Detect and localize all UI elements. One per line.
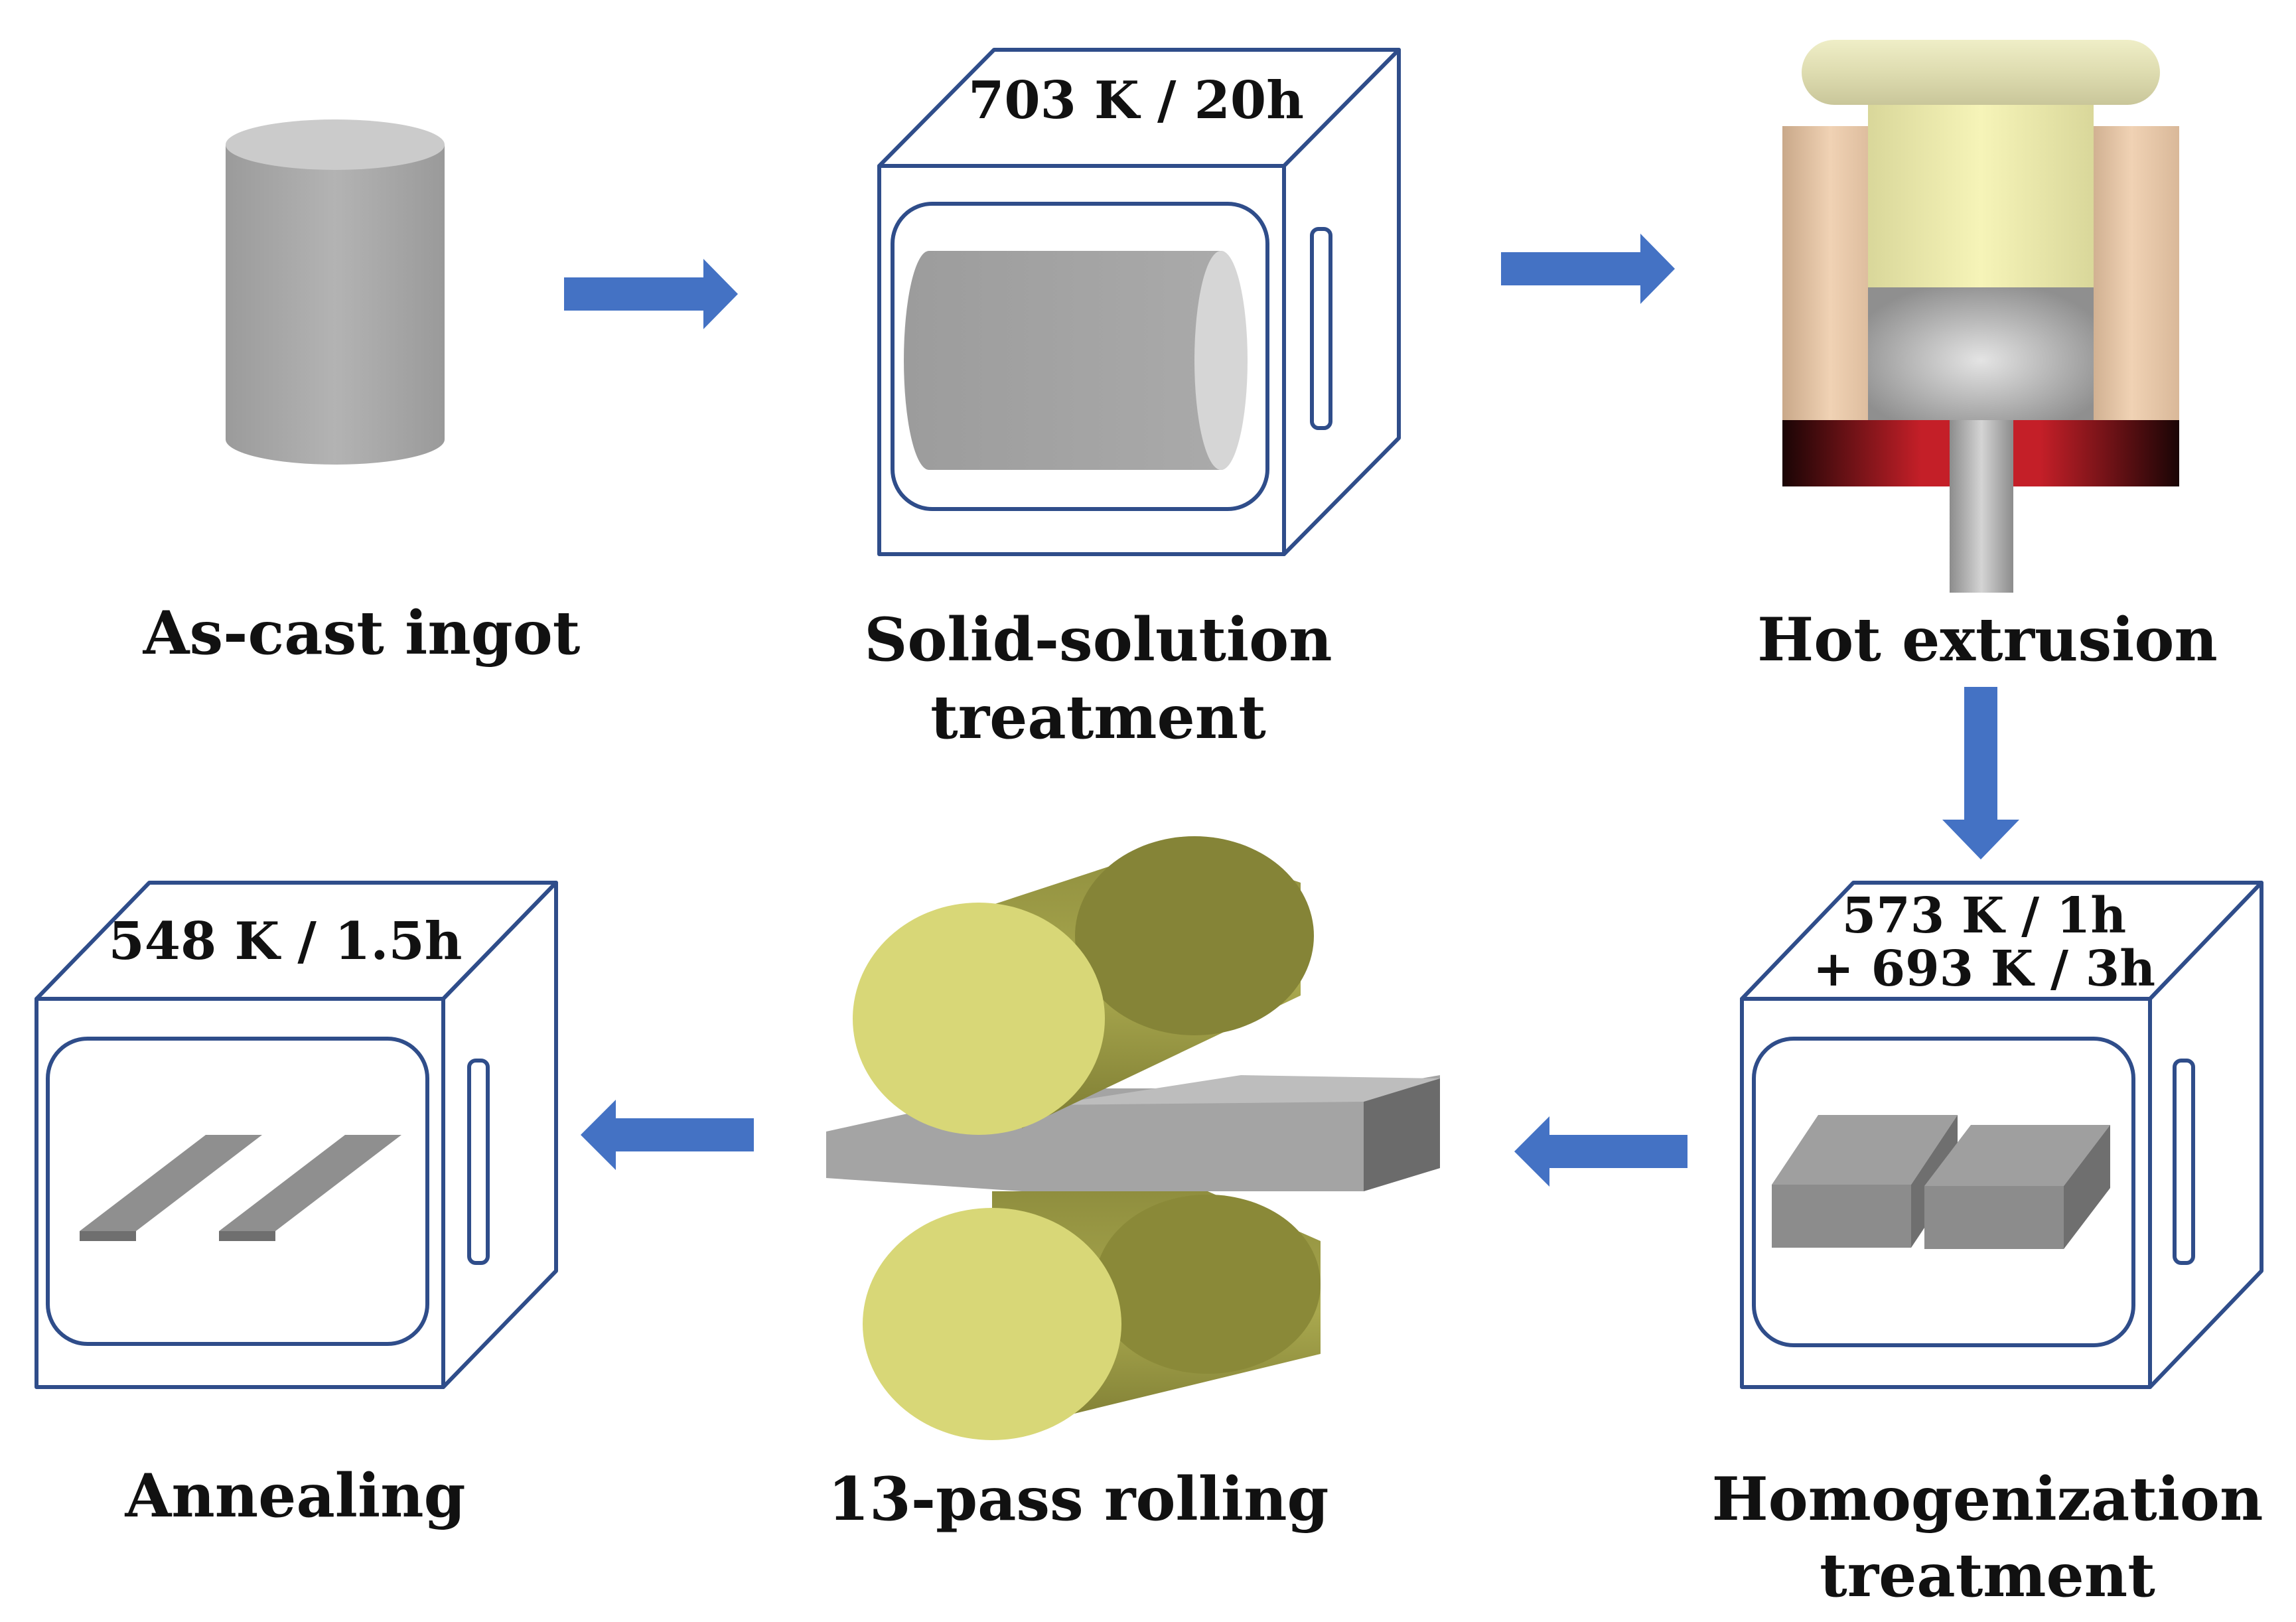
caption-as-cast-ingot: As-cast ingot bbox=[143, 598, 581, 668]
oven-door-handle bbox=[467, 1059, 490, 1265]
billet-block-2 bbox=[1924, 1186, 2064, 1249]
arrow-homogenization-to-rolling bbox=[1514, 1116, 1687, 1187]
arrow-rolling-to-annealing bbox=[581, 1100, 754, 1170]
caption-homogenization-line2: treatment bbox=[1820, 1540, 2155, 1611]
press-head bbox=[1802, 40, 2160, 105]
as-cast-ingot-illustration bbox=[226, 119, 445, 465]
arrow-ingot-to-solution bbox=[564, 259, 738, 329]
annealing-oven-label: 548 K / 1.5h bbox=[109, 911, 463, 972]
solid-solution-oven bbox=[877, 48, 1401, 556]
homogenization-oven bbox=[1740, 881, 2263, 1389]
homogenization-oven-label-line1: 573 K / 1h bbox=[1842, 887, 2126, 944]
annealed-plate-2 bbox=[219, 1135, 401, 1231]
caption-homogenization-line1: Homogenization bbox=[1712, 1464, 2263, 1534]
flow-arrows bbox=[564, 234, 2019, 1187]
cylinder-ingot-in-oven bbox=[904, 251, 1246, 470]
extruded-rod bbox=[1950, 420, 2013, 593]
oven-door-handle bbox=[1310, 227, 1332, 430]
top-roller-face bbox=[853, 903, 1105, 1135]
oven-door-handle bbox=[2173, 1059, 2195, 1265]
annealing-oven bbox=[35, 881, 558, 1389]
rolling-illustration bbox=[826, 836, 1440, 1440]
container-right-wall bbox=[2084, 126, 2179, 421]
oven-window bbox=[46, 1037, 429, 1346]
caption-solid-solution-line1: Solid-solution bbox=[864, 605, 1332, 675]
homogenization-oven-label-line2: + 693 K / 3h bbox=[1813, 940, 2155, 997]
solid-solution-oven-label: 703 K / 20h bbox=[968, 70, 1304, 131]
billet-block-1 bbox=[1772, 1185, 1911, 1248]
caption-hot-extrusion: Hot extrusion bbox=[1757, 605, 2218, 675]
arrow-solution-to-extrusion bbox=[1501, 234, 1675, 304]
container-left-wall bbox=[1782, 126, 1878, 421]
punch-ram bbox=[1868, 105, 2094, 287]
hot-extrusion-press bbox=[1782, 40, 2179, 593]
arrow-extrusion-to-homogenization bbox=[1942, 687, 2019, 859]
caption-annealing: Annealing bbox=[124, 1461, 465, 1531]
caption-rolling: 13-pass rolling bbox=[828, 1464, 1329, 1534]
bottom-roller-face bbox=[863, 1208, 1121, 1440]
billet bbox=[1868, 287, 2094, 420]
annealed-plate-1 bbox=[80, 1135, 262, 1231]
caption-solid-solution-line2: treatment bbox=[930, 682, 1266, 753]
